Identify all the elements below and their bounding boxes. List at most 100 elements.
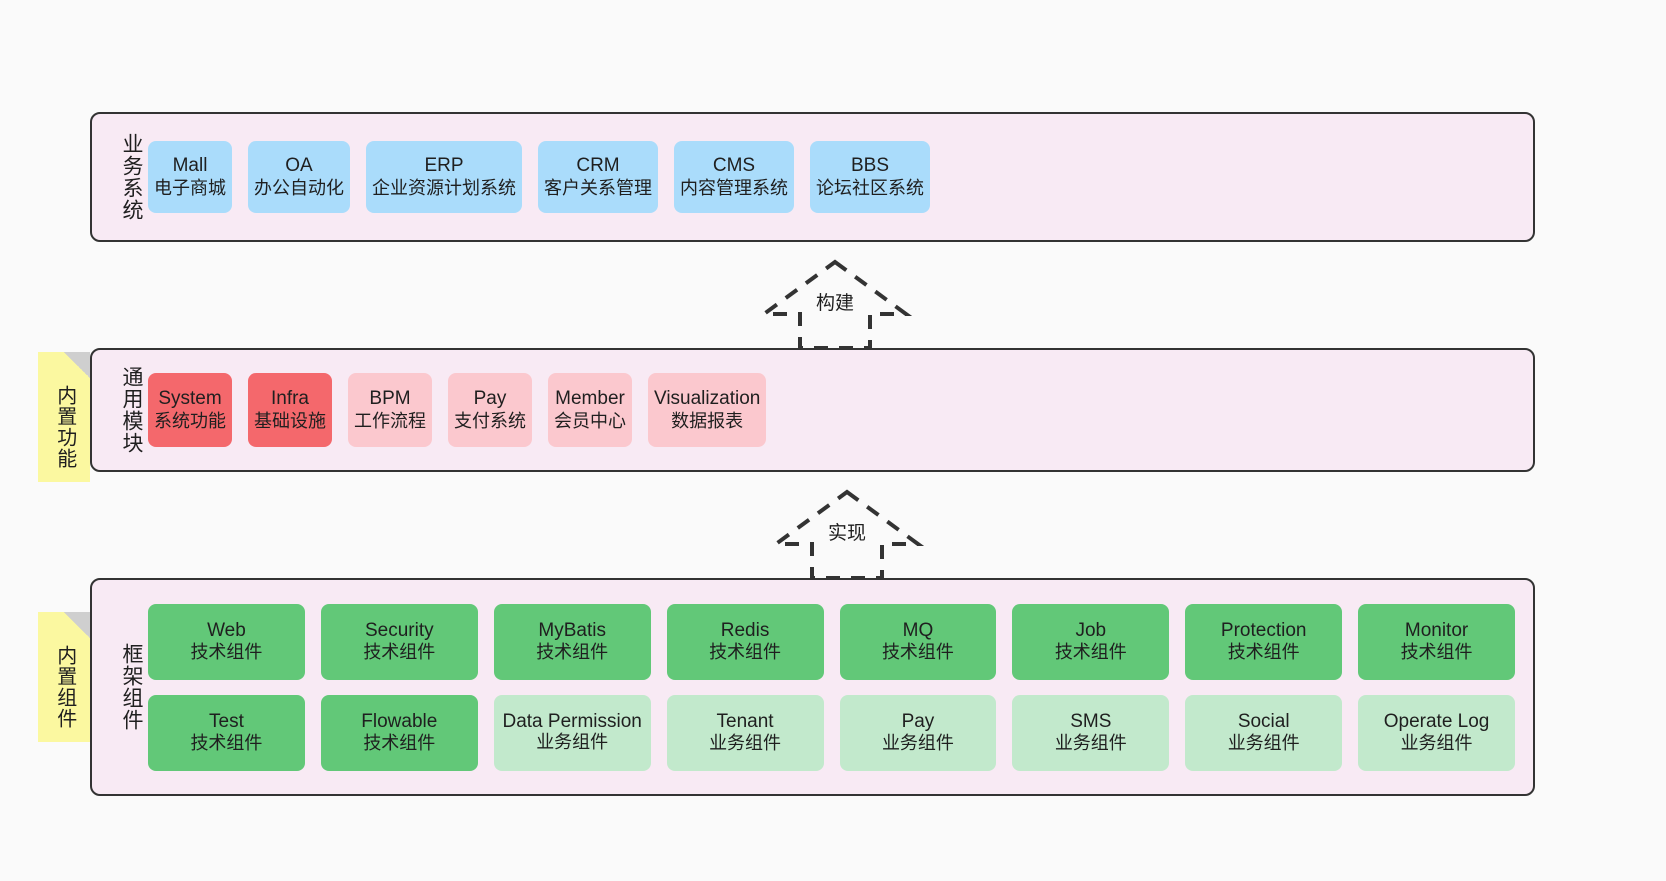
- sticky-note-builtin-features-label: 内置功能: [53, 385, 76, 469]
- node-mall[interactable]: Mall 电子商城: [148, 141, 232, 213]
- node-tenant[interactable]: Tenant 业务组件: [666, 694, 824, 771]
- node-job[interactable]: Job 技术组件: [1012, 603, 1170, 680]
- node-system-cn: 系统功能: [154, 410, 226, 431]
- node-bpm-en: BPM: [369, 388, 411, 410]
- node-cms-cn: 内容管理系统: [680, 177, 788, 198]
- node-redis-en: Redis: [720, 619, 770, 641]
- node-flowable-en: Flowable: [361, 710, 438, 732]
- node-infra-en: Infra: [270, 388, 310, 410]
- node-security[interactable]: Security 技术组件: [320, 603, 478, 680]
- node-cms-en: CMS: [712, 155, 756, 177]
- node-test-cn: 技术组件: [190, 733, 263, 754]
- node-redis-cn: 技术组件: [709, 642, 782, 663]
- node-social-cn: 业务组件: [1227, 733, 1300, 754]
- node-visualization[interactable]: Visualization 数据报表: [648, 373, 767, 447]
- node-erp[interactable]: ERP 企业资源计划系统: [366, 141, 522, 213]
- node-monitor[interactable]: Monitor 技术组件: [1358, 603, 1515, 680]
- layer-common-modules: 通用模块 System 系统功能 Infra 基础设施 BPM 工作流程 Pay…: [90, 348, 1535, 472]
- node-erp-en: ERP: [424, 155, 464, 177]
- node-web[interactable]: Web 技术组件: [148, 603, 305, 680]
- node-mq[interactable]: MQ 技术组件: [839, 603, 997, 680]
- node-mybatis-en: MyBatis: [538, 619, 606, 641]
- node-monitor-en: Monitor: [1404, 619, 1469, 641]
- framework-column: Web 技术组件 Test 技术组件: [148, 580, 305, 794]
- node-bbs-cn: 论坛社区系统: [816, 177, 924, 198]
- node-redis[interactable]: Redis 技术组件: [666, 603, 824, 680]
- framework-column: Redis 技术组件 Tenant 业务组件: [666, 580, 824, 794]
- node-member[interactable]: Member 会员中心: [548, 373, 632, 447]
- layer-body-framework-components: Web 技术组件 Test 技术组件 Security 技术组件 Flowabl…: [142, 580, 1533, 794]
- node-infra[interactable]: Infra 基础设施: [248, 373, 332, 447]
- node-flowable[interactable]: Flowable 技术组件: [320, 694, 478, 771]
- node-erp-cn: 企业资源计划系统: [372, 177, 516, 198]
- node-crm-cn: 客户关系管理: [544, 177, 652, 198]
- node-protection-cn: 技术组件: [1227, 642, 1300, 663]
- node-mq-cn: 技术组件: [881, 642, 954, 663]
- build-arrow-label: 构建: [815, 293, 855, 314]
- sticky-note-builtin-features: 内置功能: [38, 352, 90, 482]
- node-pay-module-en: Pay: [473, 388, 507, 410]
- node-web-en: Web: [207, 619, 246, 641]
- framework-column: Security 技术组件 Flowable 技术组件: [320, 580, 478, 794]
- node-monitor-cn: 技术组件: [1400, 642, 1473, 663]
- node-sms[interactable]: SMS 业务组件: [1012, 694, 1170, 771]
- implement-arrow-label: 实现: [827, 523, 867, 544]
- node-security-en: Security: [364, 619, 434, 641]
- node-member-cn: 会员中心: [554, 410, 626, 431]
- node-mq-en: MQ: [902, 619, 934, 641]
- layer-body-common-modules: System 系统功能 Infra 基础设施 BPM 工作流程 Pay 支付系统…: [142, 350, 1533, 470]
- layer-title-business-system: 业务系统: [120, 133, 143, 221]
- node-member-en: Member: [555, 388, 625, 410]
- node-test[interactable]: Test 技术组件: [148, 694, 305, 771]
- node-oa[interactable]: OA 办公自动化: [248, 141, 350, 213]
- node-system[interactable]: System 系统功能: [148, 373, 232, 447]
- node-data-permission-en: Data Permission: [502, 710, 642, 732]
- node-pay-module[interactable]: Pay 支付系统: [448, 373, 532, 447]
- node-pay-component-en: Pay: [901, 710, 935, 732]
- node-data-permission-cn: 业务组件: [536, 732, 609, 753]
- node-operate-log-cn: 业务组件: [1400, 733, 1473, 754]
- sticky-note-builtin-components-label: 内置组件: [53, 645, 76, 729]
- sticky-note-builtin-components: 内置组件: [38, 612, 90, 742]
- node-flowable-cn: 技术组件: [363, 733, 436, 754]
- node-system-en: System: [158, 388, 222, 410]
- node-mybatis-cn: 技术组件: [536, 642, 609, 663]
- node-crm[interactable]: CRM 客户关系管理: [538, 141, 658, 213]
- node-visualization-en: Visualization: [654, 388, 761, 410]
- node-social-en: Social: [1237, 710, 1290, 732]
- node-cms[interactable]: CMS 内容管理系统: [674, 141, 794, 213]
- node-pay-component-cn: 业务组件: [881, 733, 954, 754]
- framework-column: MQ 技术组件 Pay 业务组件: [839, 580, 997, 794]
- node-oa-en: OA: [285, 155, 313, 177]
- layer-title-framework-components: 框架组件: [120, 643, 143, 731]
- node-tenant-en: Tenant: [716, 710, 774, 732]
- node-visualization-cn: 数据报表: [671, 410, 744, 431]
- node-operate-log-en: Operate Log: [1383, 710, 1490, 732]
- node-job-en: Job: [1075, 619, 1107, 641]
- node-protection[interactable]: Protection 技术组件: [1185, 603, 1343, 680]
- node-social[interactable]: Social 业务组件: [1185, 694, 1343, 771]
- node-mybatis[interactable]: MyBatis 技术组件: [493, 603, 651, 680]
- layer-business-system: 业务系统 Mall 电子商城 OA 办公自动化 ERP 企业资源计划系统 CRM…: [90, 112, 1535, 242]
- node-bpm-cn: 工作流程: [354, 410, 426, 431]
- node-sms-cn: 业务组件: [1054, 733, 1127, 754]
- framework-column: MyBatis 技术组件 Data Permission 业务组件: [493, 580, 651, 794]
- layer-body-business-system: Mall 电子商城 OA 办公自动化 ERP 企业资源计划系统 CRM 客户关系…: [142, 114, 1533, 240]
- node-protection-en: Protection: [1220, 619, 1307, 641]
- node-data-permission[interactable]: Data Permission 业务组件: [493, 694, 651, 771]
- implement-arrow: 实现: [769, 488, 925, 580]
- node-bbs[interactable]: BBS 论坛社区系统: [810, 141, 930, 213]
- node-job-cn: 技术组件: [1054, 642, 1127, 663]
- node-pay-component[interactable]: Pay 业务组件: [839, 694, 997, 771]
- node-bbs-en: BBS: [850, 155, 890, 177]
- build-arrow: 构建: [757, 258, 913, 350]
- node-pay-module-cn: 支付系统: [454, 410, 526, 431]
- node-test-en: Test: [209, 710, 244, 732]
- node-bpm[interactable]: BPM 工作流程: [348, 373, 432, 447]
- node-infra-cn: 基础设施: [254, 410, 326, 431]
- node-operate-log[interactable]: Operate Log 业务组件: [1358, 694, 1515, 771]
- framework-column: Protection 技术组件 Social 业务组件: [1185, 580, 1343, 794]
- node-tenant-cn: 业务组件: [709, 733, 782, 754]
- node-mall-en: Mall: [172, 155, 208, 177]
